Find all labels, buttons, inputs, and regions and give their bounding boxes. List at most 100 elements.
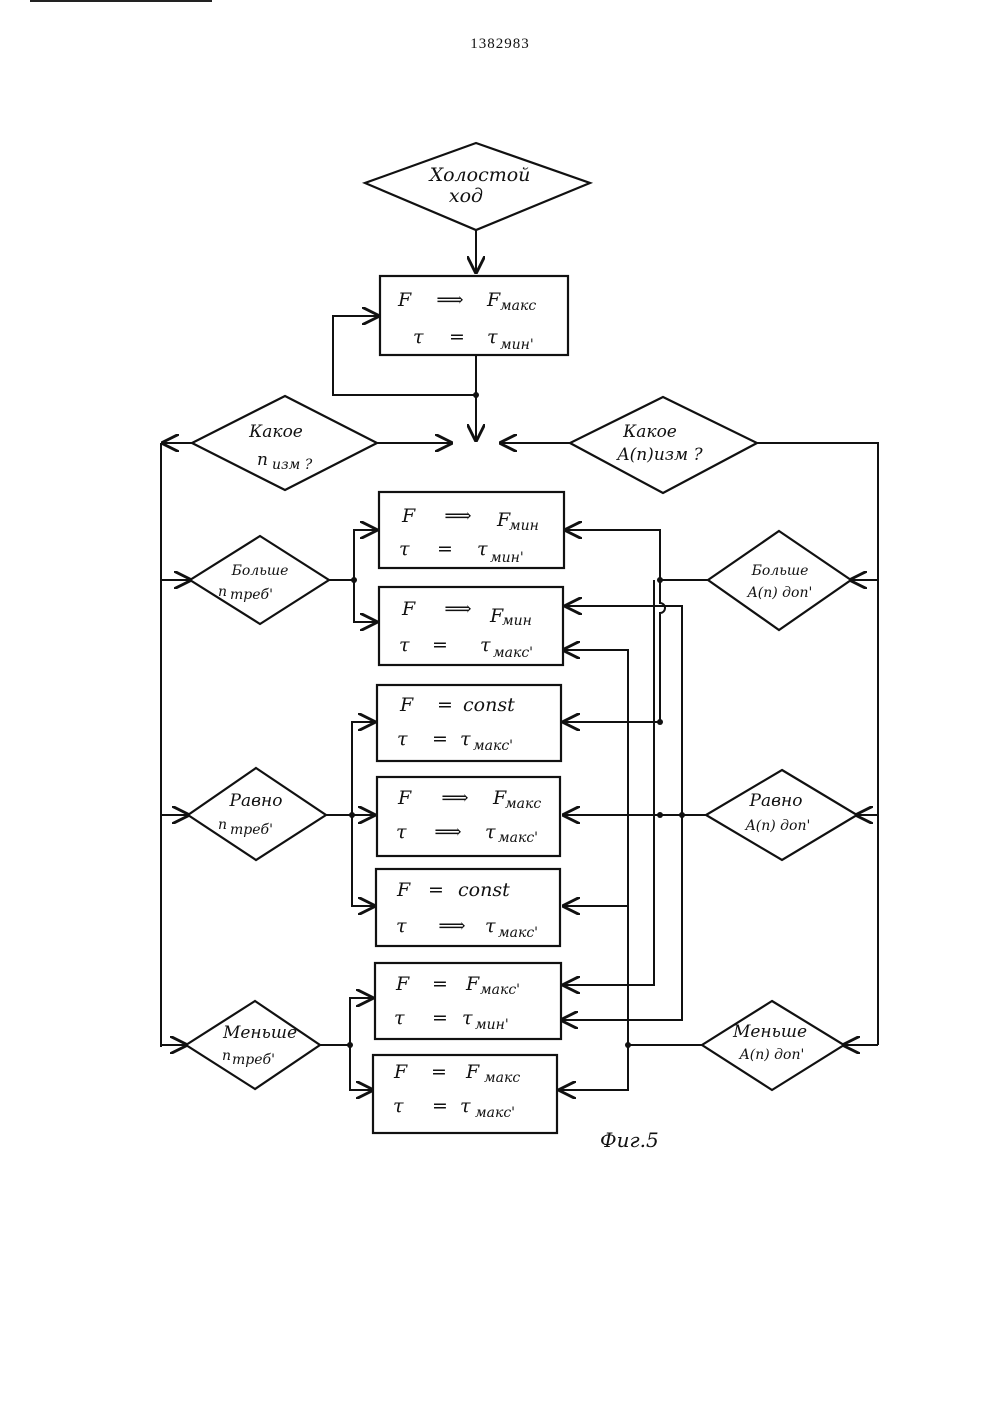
formula-text: τ xyxy=(399,634,410,656)
formula-text: τ xyxy=(480,634,491,656)
action-block-3: F = const τ = τ макс' xyxy=(377,685,561,761)
lc2-line1: Равно xyxy=(229,791,283,811)
formula-text: F xyxy=(395,973,410,995)
figure-label: Фиг.5 xyxy=(600,1128,659,1152)
formula-text: макс' xyxy=(498,925,538,941)
init-row2-op: = xyxy=(449,326,465,348)
q-left-sub: изм ? xyxy=(272,457,313,473)
formula-text: = xyxy=(432,1095,448,1117)
formula-text: const xyxy=(463,694,515,716)
rc1-line2: A(n) доп' xyxy=(746,585,813,601)
lc1-line1: Больше xyxy=(231,563,289,579)
formula-text: τ xyxy=(399,538,410,560)
formula-text: = xyxy=(432,634,448,656)
formula-text: τ xyxy=(396,821,407,843)
init-row1-sub: макс xyxy=(500,298,536,314)
formula-text: мин xyxy=(502,613,532,629)
formula-text: τ xyxy=(394,1007,405,1029)
formula-text: ⟹ xyxy=(438,915,465,937)
right-condition-equal: Равно A(n) доп' xyxy=(706,770,857,860)
init-row1-rhs: F xyxy=(486,289,501,311)
formula-text: мин xyxy=(509,518,539,534)
lc1-sub: треб' xyxy=(230,587,273,603)
init-row2-sub: мин' xyxy=(500,337,534,353)
formula-text: ⟹ xyxy=(444,598,471,620)
rc3-line1: Меньше xyxy=(732,1022,807,1042)
formula-text: = xyxy=(432,728,448,750)
formula-text: мин' xyxy=(490,550,524,566)
lc2-main: n xyxy=(218,817,227,833)
init-row2-rhs: τ xyxy=(487,326,498,348)
formula-text: F xyxy=(393,1061,408,1083)
lc2-sub: треб' xyxy=(230,822,273,838)
lc1-main: n xyxy=(218,584,227,600)
question-n-diamond: Какое n изм ? xyxy=(192,396,377,490)
formula-text: ⟹ xyxy=(434,821,461,843)
init-row1-op: ⟹ xyxy=(436,289,463,311)
q-right-line1: Какое xyxy=(622,422,677,442)
action-block-5: F = const τ ⟹ τ макс' xyxy=(376,869,560,946)
right-condition-less: Меньше A(n) доп' xyxy=(702,1001,844,1090)
left-condition-more: Больше n треб' xyxy=(190,536,329,624)
formula-text: макс' xyxy=(475,1105,515,1121)
start-decision: Холостой ход xyxy=(365,143,590,230)
formula-text: τ xyxy=(460,1095,471,1117)
q-right-line2: A(n)изм ? xyxy=(615,445,703,465)
formula-text: F xyxy=(401,598,416,620)
lc3-main: n xyxy=(222,1048,231,1064)
start-line2: ход xyxy=(449,185,483,207)
formula-text: макс xyxy=(505,796,541,812)
formula-text: = xyxy=(432,1007,448,1029)
rc3-line2: A(n) доп' xyxy=(738,1047,805,1063)
formula-text: F xyxy=(399,694,414,716)
formula-text: τ xyxy=(477,538,488,560)
init-row2-lhs: τ xyxy=(413,326,424,348)
q-left-main: n xyxy=(257,450,268,470)
rc2-line1: Равно xyxy=(749,791,803,811)
q-left-line1: Какое xyxy=(248,422,303,442)
rc1-line1: Больше xyxy=(751,563,809,579)
formula-text: τ xyxy=(460,728,471,750)
lc3-line1: Меньше xyxy=(222,1023,297,1043)
start-line1: Холостой xyxy=(428,164,531,186)
action-block-2: F ⟹ F мин τ = τ макс' xyxy=(379,587,563,665)
formula-text: = xyxy=(428,879,444,901)
left-condition-less: Меньше n треб' xyxy=(186,1001,320,1089)
formula-text: ⟹ xyxy=(441,787,468,809)
formula-text: τ xyxy=(485,915,496,937)
action-block-1: F ⟹ F мин τ = τ мин' xyxy=(379,492,564,568)
left-condition-equal: Равно n треб' xyxy=(188,768,326,860)
action-block-7: F = F макс τ = τ макс' xyxy=(373,1055,557,1133)
rc2-line2: A(n) доп' xyxy=(744,818,811,834)
formula-text: макс' xyxy=(473,738,513,754)
formula-text: ⟹ xyxy=(444,505,471,527)
formula-text: макс xyxy=(484,1070,520,1086)
formula-text: = xyxy=(437,694,453,716)
formula-text: F xyxy=(465,973,480,995)
formula-text: F xyxy=(401,505,416,527)
init-block: F ⟹ F макс τ = τ мин' xyxy=(380,276,568,355)
formula-text: F xyxy=(396,879,411,901)
formula-text: = xyxy=(437,538,453,560)
formula-text: F xyxy=(465,1061,480,1083)
formula-text: τ xyxy=(393,1095,404,1117)
formula-text: τ xyxy=(396,915,407,937)
formula-text: τ xyxy=(485,821,496,843)
action-block-4: F ⟹ F макс τ ⟹ τ макс' xyxy=(377,777,560,856)
formula-text: τ xyxy=(462,1007,473,1029)
question-a-diamond: Какое A(n)изм ? xyxy=(570,397,757,493)
action-block-6: F = F макс' τ = τ мин' xyxy=(375,963,561,1039)
formula-text: макс' xyxy=(493,645,533,661)
formula-text: = xyxy=(431,1061,447,1083)
right-condition-more: Больше A(n) доп' xyxy=(708,531,851,630)
formula-text: макс' xyxy=(480,982,520,998)
formula-text: мин' xyxy=(475,1017,509,1033)
lc3-sub: треб' xyxy=(232,1052,275,1068)
formula-text: = xyxy=(432,973,448,995)
init-row1-lhs: F xyxy=(397,289,412,311)
formula-text: const xyxy=(458,879,510,901)
formula-text: τ xyxy=(397,728,408,750)
formula-text: макс' xyxy=(498,830,538,846)
formula-text: F xyxy=(397,787,412,809)
